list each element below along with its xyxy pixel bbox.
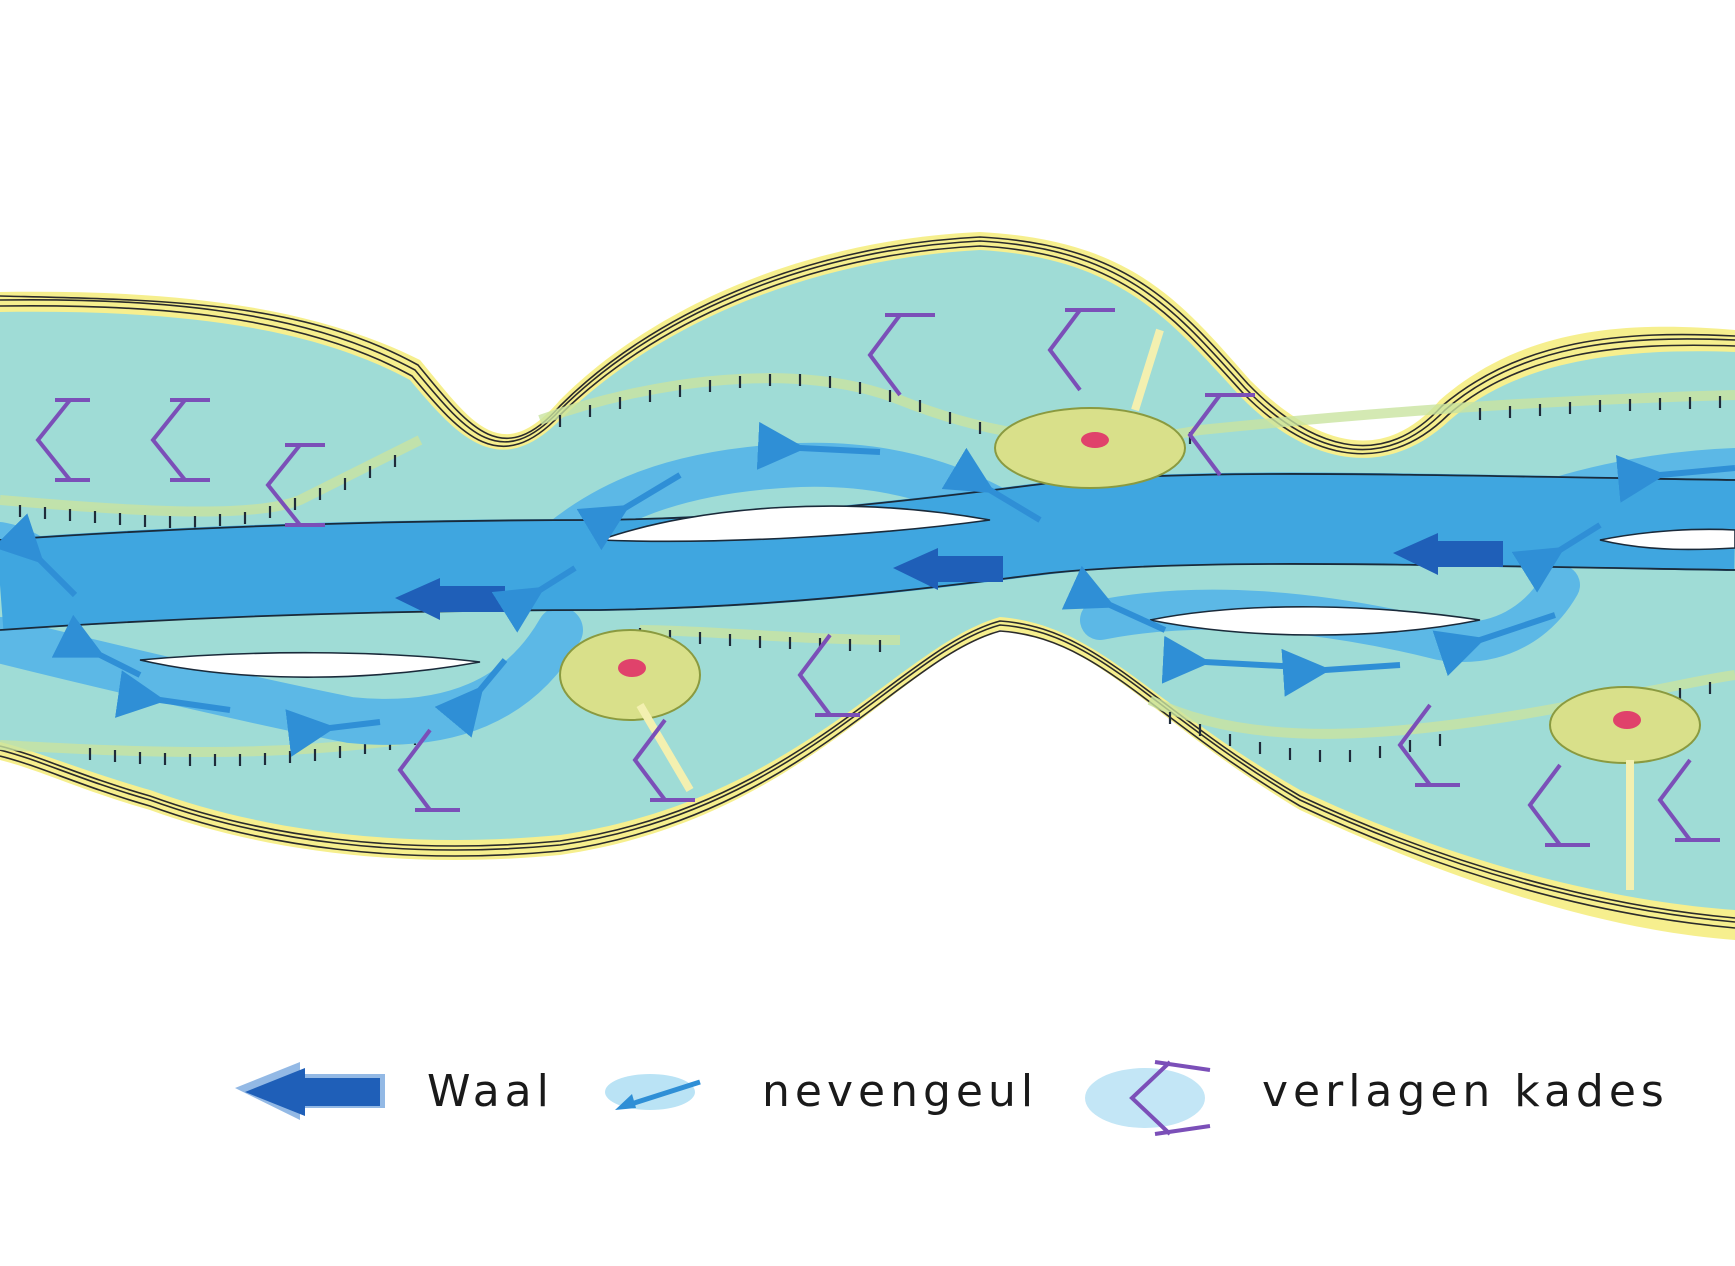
legend-verlagen-kades-icon	[1085, 1060, 1211, 1136]
legend-nevengeul-icon	[605, 1074, 701, 1110]
waal-flow-arrows	[395, 533, 1503, 620]
elevated-mounds	[559, 328, 1701, 890]
nevengeul-flow-arrows	[0, 421, 1735, 757]
legend-label-nevengeul: nevengeul	[762, 1066, 1039, 1117]
channel-islands	[139, 505, 1735, 678]
legend-label-waal: Waal	[427, 1066, 554, 1117]
verlagen-kades-arrows	[35, 308, 1720, 847]
main-channel	[0, 472, 1735, 631]
legend-label-verlagen-kades: verlagen kades	[1262, 1066, 1669, 1117]
legend-waal-icon	[235, 1062, 385, 1120]
